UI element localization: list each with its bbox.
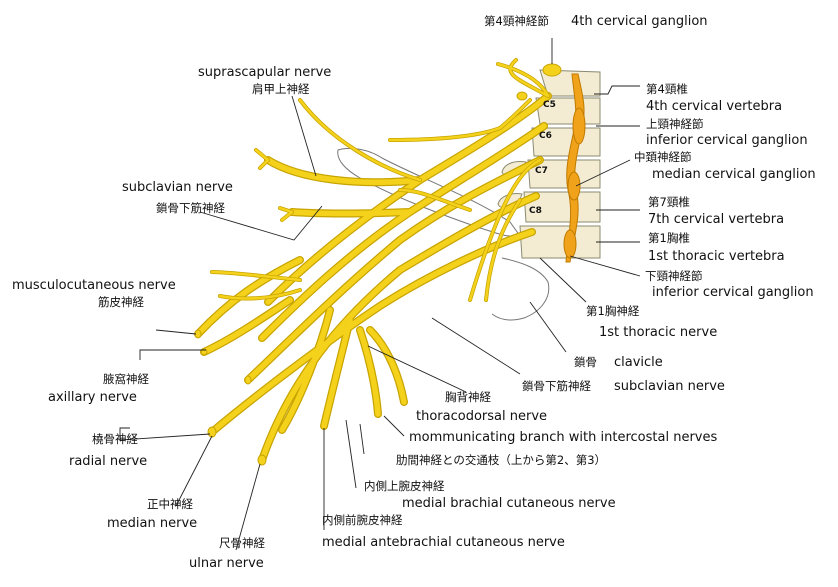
label-clavicle-en: clavicle	[614, 355, 663, 370]
label-thoracodorsal-en: thoracodorsal nerve	[416, 409, 548, 424]
label-lower-ganglion-ja: 下頸神経節	[645, 269, 703, 283]
label-antebrachial-cut-en: medial antebrachial cutaneous nerve	[322, 535, 565, 550]
label-c4-vertebra-ja: 第4頸椎	[646, 82, 688, 96]
label-subclavian-right-en: subclavian nerve	[614, 379, 725, 394]
vertebra-tag-c5: C5	[543, 100, 556, 110]
label-axillary-en: axillary nerve	[48, 390, 137, 405]
label-c4-vertebra-en: 4th cervical vertebra	[646, 99, 783, 114]
label-ulnar-en: ulnar nerve	[189, 556, 264, 571]
label-axillary-ja: 腋窩神経	[103, 372, 149, 386]
vertebral-column	[497, 69, 601, 259]
label-upper-ganglion-ja: 上頸神経節	[646, 117, 704, 131]
label-radial-en: radial nerve	[69, 454, 148, 469]
label-musculocutaneous-en: musculocutaneous nerve	[12, 278, 176, 293]
sympathetic-trunk	[563, 73, 586, 263]
leader-lines	[119, 38, 641, 551]
label-intercostal-en: mommunicating branch with intercostal ne…	[409, 430, 718, 445]
label-median-en: median nerve	[107, 516, 198, 531]
label-brachial-cut-en: medial brachial cutaneous nerve	[402, 496, 616, 511]
nerve-cut-ends	[194, 329, 267, 466]
vertebra-tag-c8: C8	[529, 206, 542, 216]
vertebra-tag-c7: C7	[535, 166, 548, 176]
label-radial-ja: 橈骨神経	[92, 432, 138, 446]
label-brachial-cut-ja: 内側上腕皮神経	[364, 479, 445, 493]
label-antebrachial-cut-ja: 内側前腕皮神経	[322, 513, 403, 527]
label-subclavian-left-en: subclavian nerve	[122, 180, 233, 195]
label-middle-ganglion-ja: 中頚神経節	[634, 150, 692, 164]
label-t1-nerve-en: 1st thoracic nerve	[599, 325, 718, 340]
nerve-trunks	[194, 58, 562, 464]
label-lower-ganglion-en: inferior cervical ganglion	[652, 285, 814, 300]
label-c7-vertebra-en: 7th cervical vertebra	[648, 212, 785, 227]
label-clavicle-ja: 鎖骨	[574, 355, 597, 369]
label-upper-ganglion-en: inferior cervical ganglion	[646, 133, 808, 148]
label-thoracodorsal-ja: 胸背神経	[445, 390, 491, 404]
label-suprascapular-ja: 肩甲上神経	[252, 82, 310, 96]
label-ulnar-ja: 尺骨神経	[219, 536, 265, 550]
label-t1-nerve-ja: 第1胸神経	[586, 304, 640, 318]
label-suprascapular-en: suprascapular nerve	[198, 65, 332, 80]
label-subclavian-left-ja: 鎖骨下筋神経	[156, 201, 225, 215]
label-t1-vertebra-en: 1st thoracic vertebra	[648, 249, 785, 264]
label-c7-vertebra-ja: 第7頸椎	[648, 195, 690, 209]
label-subclavian-right-ja: 鎖骨下筋神経	[522, 379, 591, 393]
label-median-ja: 正中神経	[147, 497, 193, 511]
label-musculocutaneous-ja: 筋皮神経	[98, 295, 144, 309]
vertebra-tag-c6: C6	[539, 131, 552, 141]
label-t1-vertebra-ja: 第1胸椎	[648, 231, 690, 245]
label-intercostal-ja: 肋間神経との交通枝（上から第2、第3）	[396, 453, 607, 467]
label-c4-ganglion-ja: 第4頸神経節	[484, 14, 549, 28]
label-c4-ganglion-en: 4th cervical ganglion	[571, 14, 708, 29]
label-middle-ganglion-en: median cervical ganglion	[652, 167, 816, 182]
